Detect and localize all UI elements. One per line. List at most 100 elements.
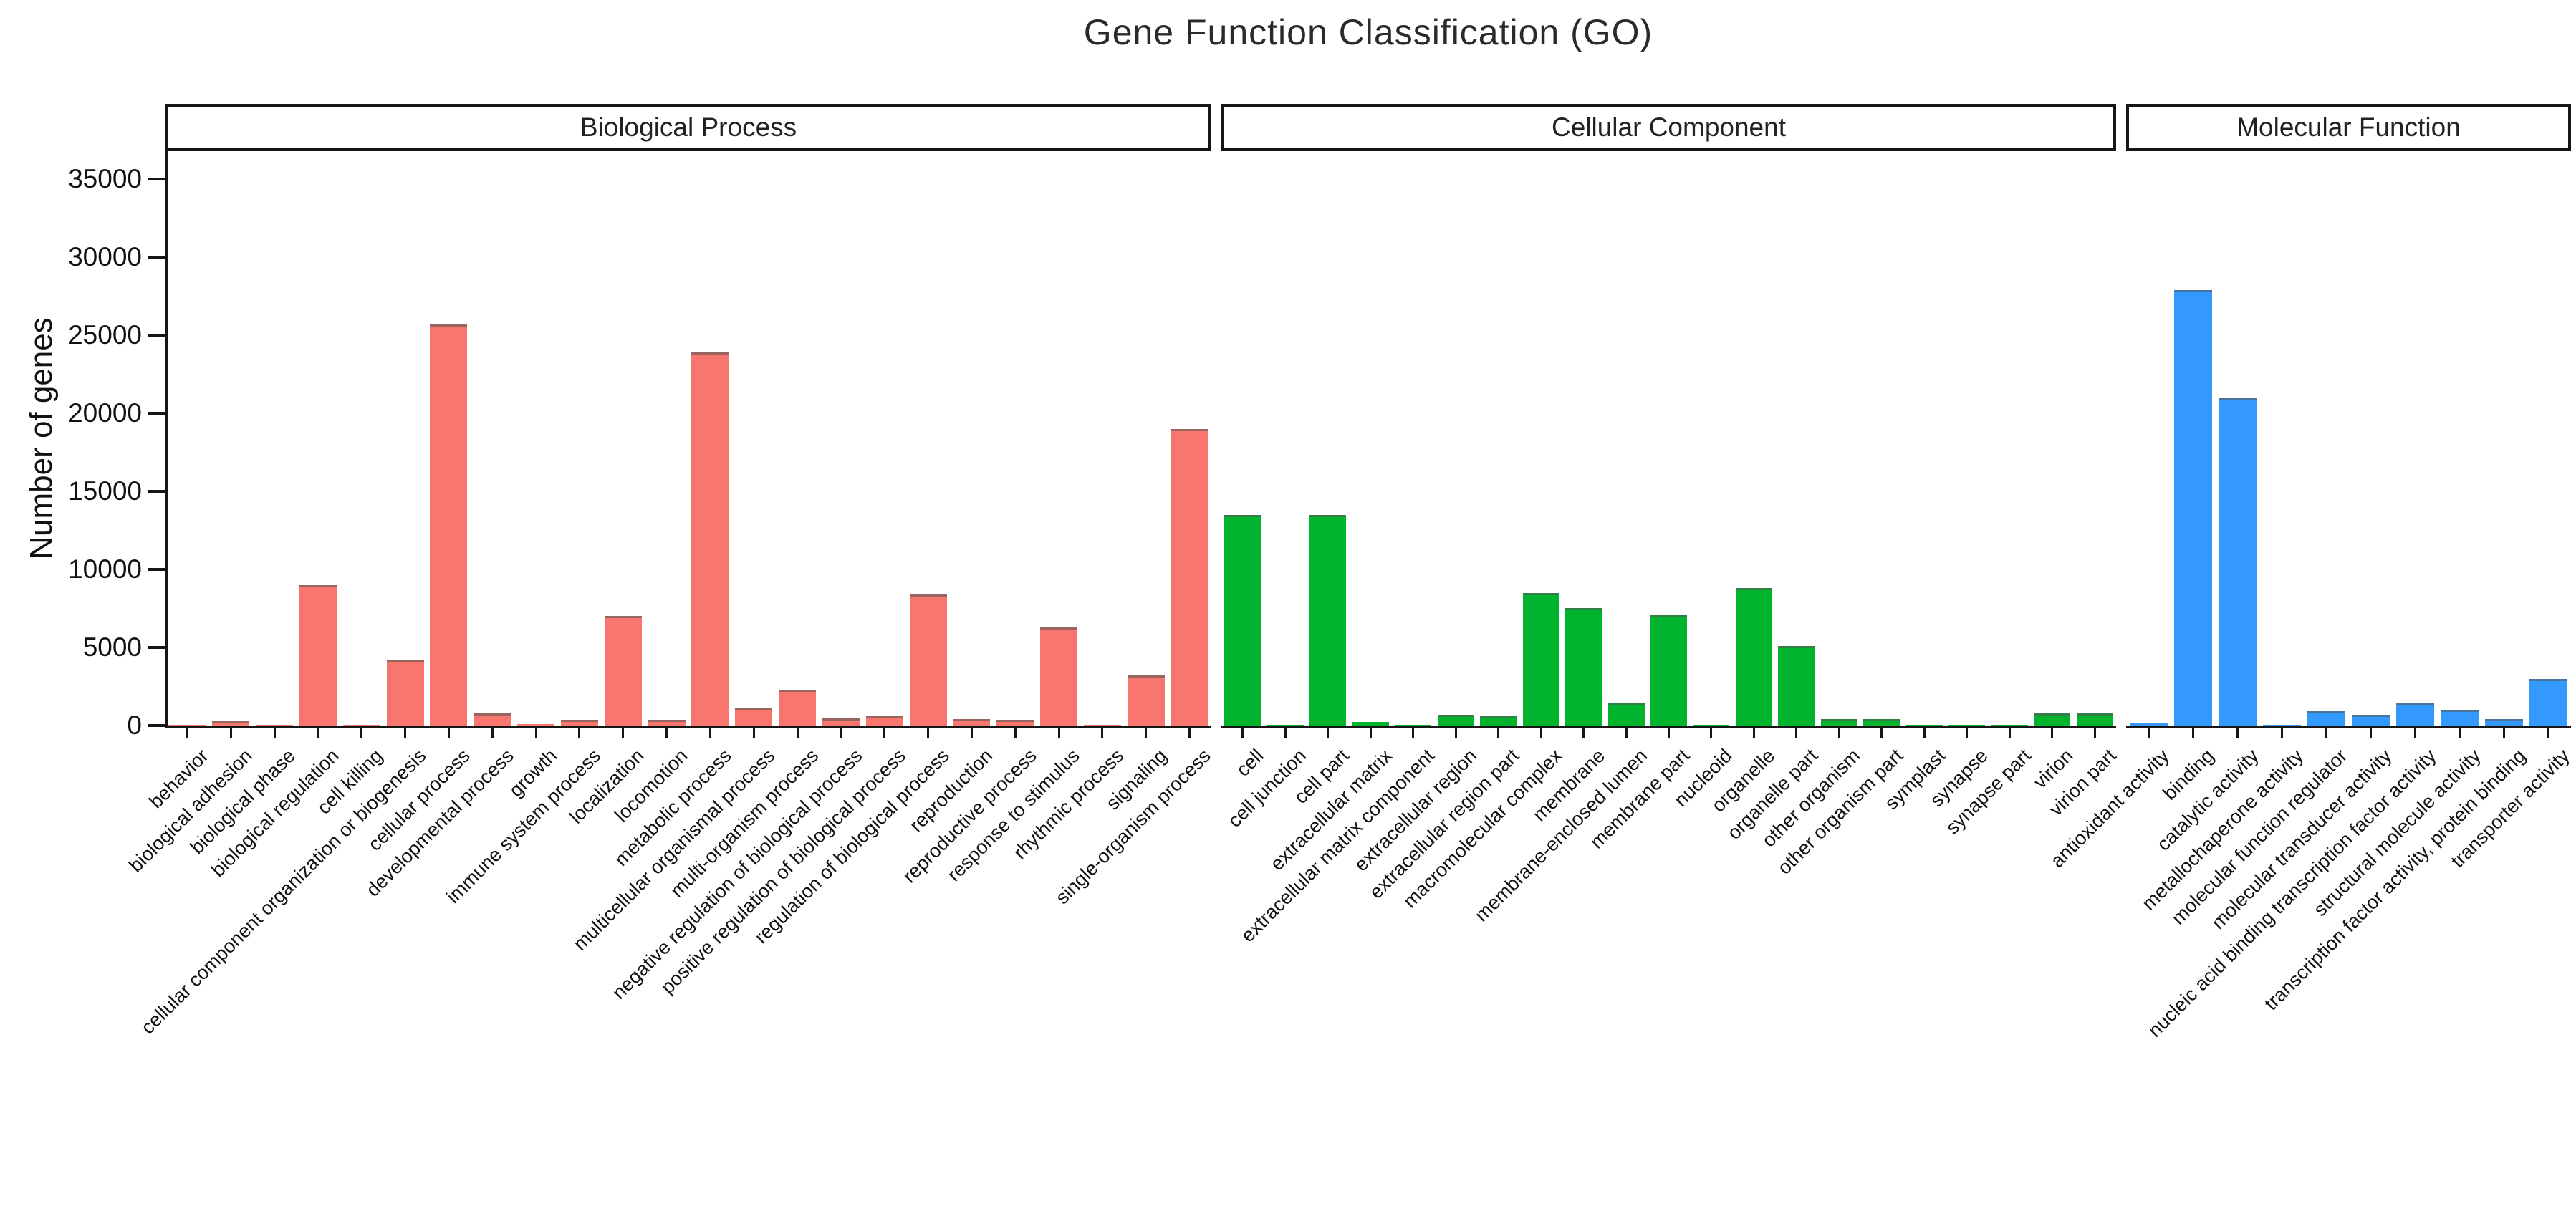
y-axis-line [165,150,168,728]
y-tick [148,256,167,259]
y-tick-label: 20000 [68,398,142,428]
y-tick [148,334,167,337]
x-tick [2192,728,2194,738]
x-tick [2148,728,2150,738]
bar-multicellular-organismal-process [735,708,772,726]
bar-antioxidant-activity [2130,723,2168,726]
y-tick-label: 35000 [68,164,142,193]
x-tick [448,728,450,738]
x-tick [1966,728,1968,738]
x-tick [535,728,537,738]
y-tick-label: 5000 [82,632,142,662]
x-tick [1625,728,1628,738]
bar-extracellular-region-part [1480,716,1517,726]
section-header-label: Molecular Function [2236,112,2461,142]
bar-biological-regulation [299,585,337,726]
bar-transcription-factor-activity-protein-binding [2485,719,2523,726]
x-tick [709,728,711,738]
x-tick [753,728,755,738]
x-tick [1145,728,1147,738]
bar-binding [2174,290,2212,726]
bar-other-organism [1821,719,1857,726]
bar-macromolecular-complex [1523,593,1559,726]
bar-molecular-transducer-activity [2352,715,2390,726]
bar-virion [2034,713,2070,726]
y-tick-label: 30000 [68,242,142,271]
bar-regulation-of-biological-process [910,594,947,726]
x-tick [2009,728,2011,738]
x-tick [578,728,580,738]
bar-single-organism-process [1171,429,1208,726]
bar-extracellular-matrix-component [1395,725,1431,726]
bar-cellular-process [430,324,467,726]
x-tick [2094,728,2096,738]
x-tick [2547,728,2549,738]
bar-biological-phase [256,725,293,726]
x-axis-line [1221,726,2116,728]
bar-extracellular-matrix [1352,722,1389,726]
x-tick [1241,728,1244,738]
bar-transporter-activity [2529,679,2567,726]
x-axis-line [2126,726,2571,728]
section-header-cellular-component: Cellular Component [1221,104,2116,151]
x-tick [971,728,973,738]
x-tick [1753,728,1755,738]
x-tick [317,728,319,738]
section-header-biological-process: Biological Process [165,104,1211,151]
bar-developmental-process [474,713,511,726]
bar-extracellular-region [1438,715,1474,726]
x-tick [230,728,232,738]
x-tick [404,728,406,738]
bar-rhythmic-process [1084,725,1121,726]
x-tick [2414,728,2416,738]
bar-organelle-part [1778,646,1815,726]
x-tick [274,728,276,738]
bar-membrane-part [1650,615,1687,726]
chart-title: Gene Function Classification (GO) [1083,12,1653,52]
y-tick-label: 10000 [68,554,142,584]
x-tick [1582,728,1585,738]
bar-growth [517,724,554,726]
bar-localization [605,616,642,726]
x-axis-line [165,726,1211,728]
bar-behavior [168,725,206,726]
x-tick [2503,728,2505,738]
x-tick [883,728,885,738]
x-tick [1058,728,1060,738]
x-tick [1327,728,1329,738]
x-tick [1540,728,1542,738]
y-tick [148,568,167,571]
y-axis-title: Number of genes [24,317,59,559]
y-tick [148,490,167,493]
y-tick-label: 15000 [68,476,142,506]
x-tick [840,728,842,738]
bar-structural-molecule-activity [2441,710,2479,726]
bar-locomotion [648,720,686,726]
bar-membrane [1565,608,1602,726]
x-tick [1497,728,1499,738]
x-tick [1795,728,1797,738]
y-tick-label: 0 [127,710,142,740]
y-tick [148,646,167,649]
x-tick [1710,728,1712,738]
bar-multi-organism-process [779,690,816,726]
bar-other-organism-part [1863,719,1900,726]
bar-cell-killing [343,725,380,726]
bar-immune-system-process [561,720,598,726]
y-tick-label: 25000 [68,320,142,350]
y-tick [148,412,167,415]
x-tick [1412,728,1414,738]
bar-reproductive-process [996,720,1034,726]
section-header-label: Cellular Component [1551,112,1786,142]
x-tick [1455,728,1457,738]
x-tick [1668,728,1670,738]
bar-negative-regulation-of-biological-process [822,718,860,726]
bar-biological-adhesion [212,721,249,726]
x-tick [1284,728,1287,738]
section-header-molecular-function: Molecular Function [2126,104,2571,151]
y-tick [148,178,167,180]
x-tick [2459,728,2461,738]
x-tick [1014,728,1017,738]
x-tick [1101,728,1103,738]
